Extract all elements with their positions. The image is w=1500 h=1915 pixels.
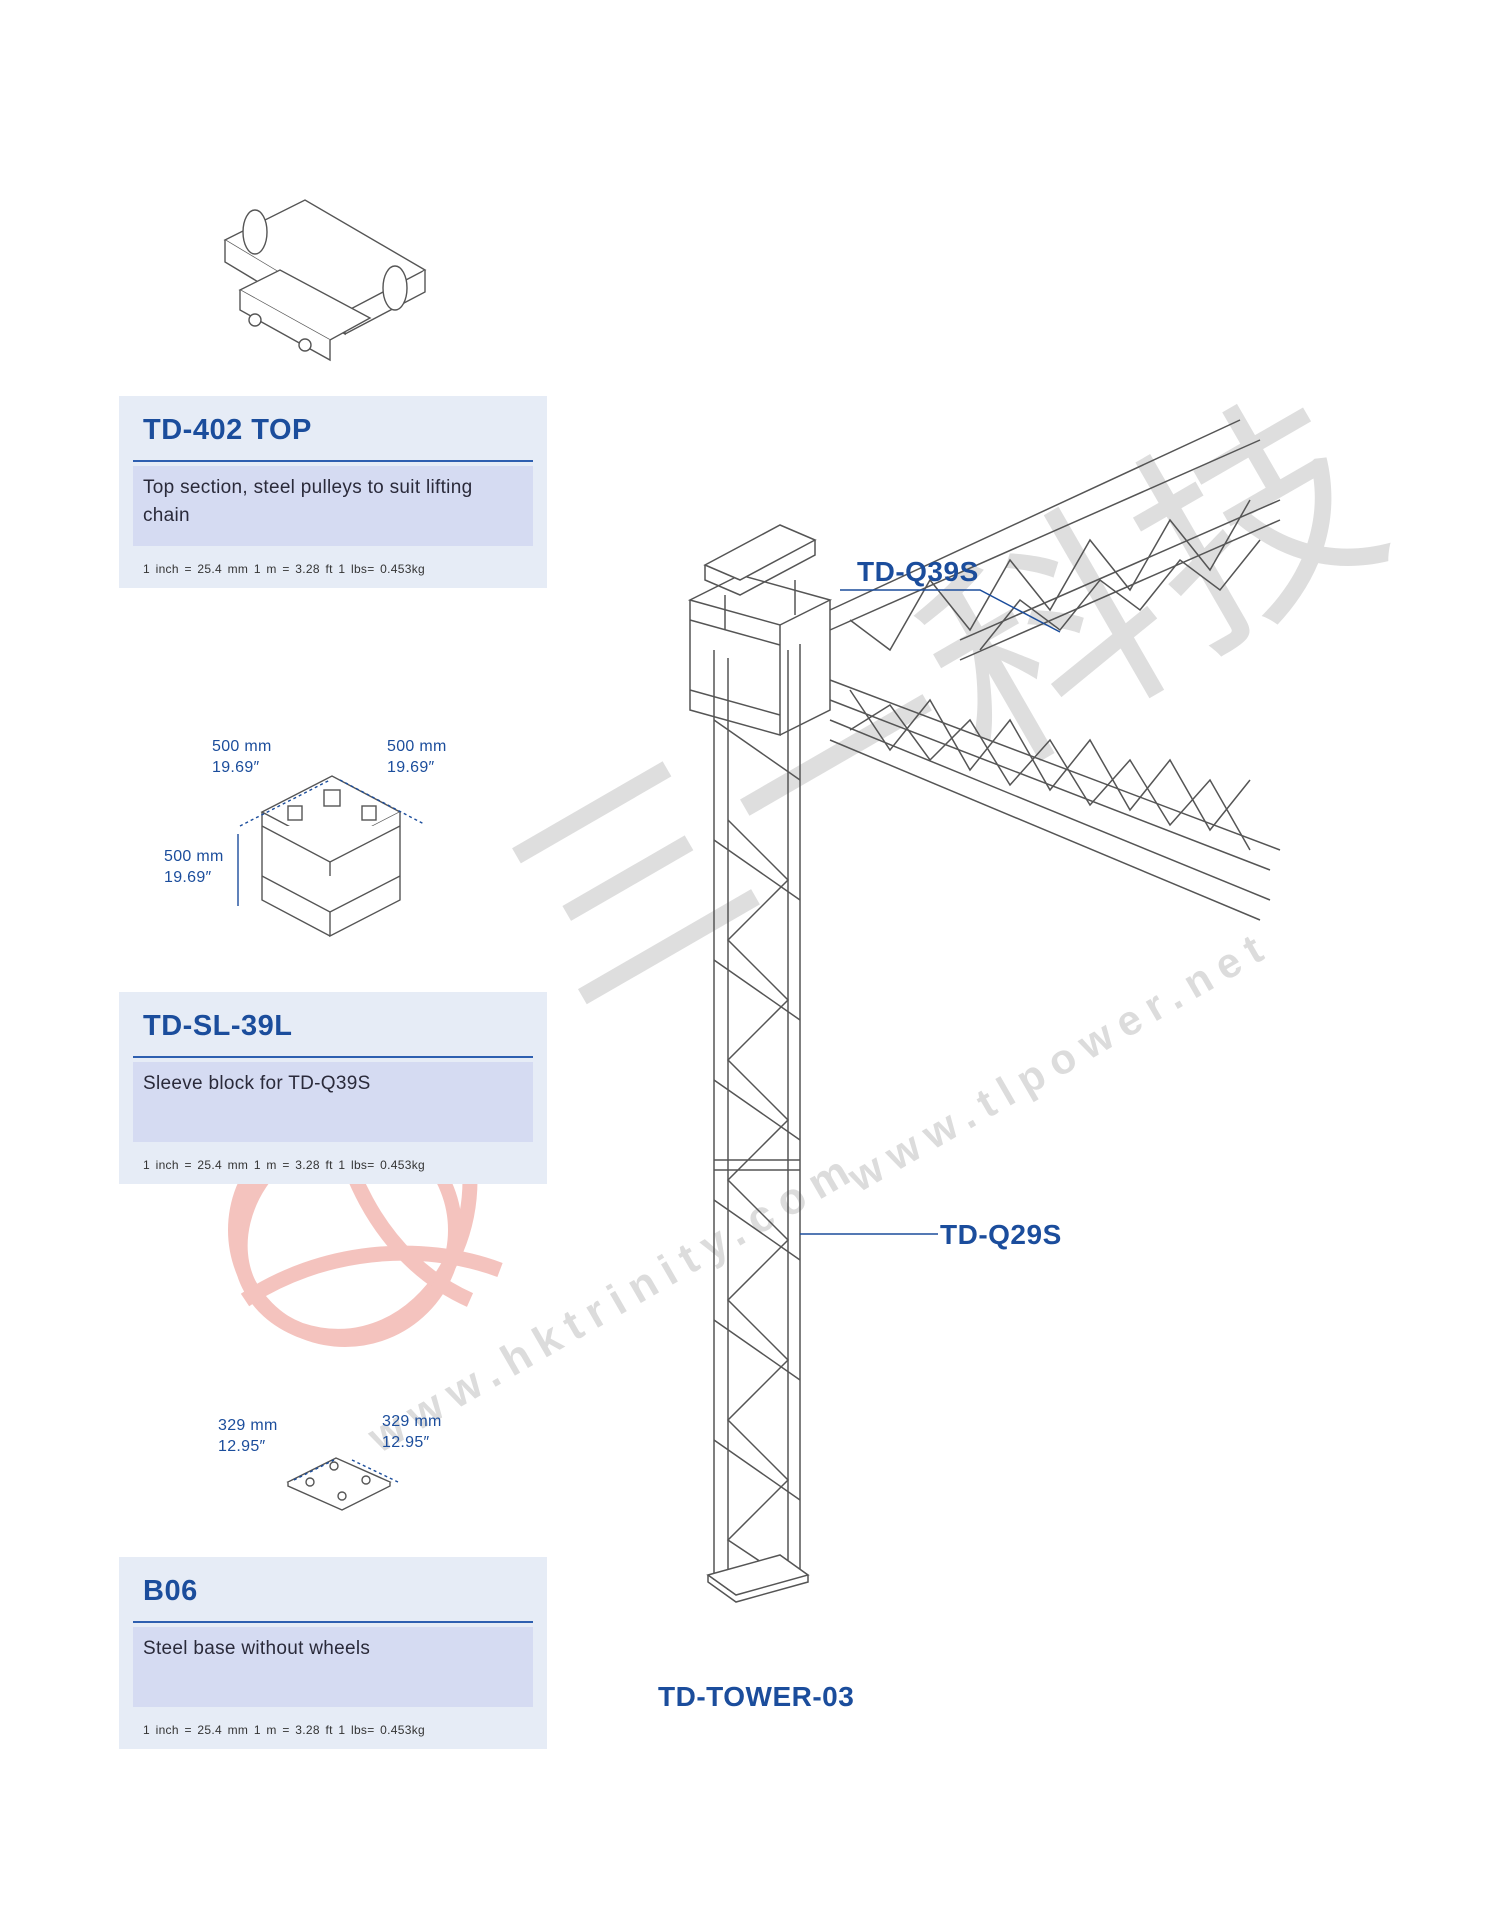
product-title: TD-402 TOP (143, 414, 312, 446)
callout-td-q39s: TD-Q39S (857, 556, 979, 587)
product-description: Sleeve block for TD-Q39S (133, 1062, 533, 1142)
tower-assembly-drawing (687, 419, 1281, 1603)
product-title: B06 (143, 1575, 198, 1607)
td-sl-39l-drawing (260, 775, 402, 938)
unit-conversion: 1 inch = 25.4 mm 1 m = 3.28 ft 1 lbs= 0.… (143, 562, 425, 576)
title-divider (133, 1621, 533, 1623)
product-card-b06: B06 Steel base without wheels 1 inch = 2… (119, 1557, 547, 1749)
title-divider (133, 1056, 533, 1058)
product-card-td-sl-39l: TD-SL-39L Sleeve block for TD-Q39S 1 inc… (119, 992, 547, 1184)
td-sl-39l-dimension-lines (237, 779, 425, 906)
product-description: Steel base without wheels (133, 1627, 533, 1707)
assembly-title: TD-TOWER-03 (658, 1681, 855, 1712)
callout-td-q29s: TD-Q29S (940, 1219, 1062, 1250)
product-description: Top section, steel pulleys to suit lifti… (133, 466, 533, 546)
td-402-top-drawing (223, 199, 427, 362)
b06-base-drawing (286, 1457, 392, 1511)
callout-leader-lines (800, 589, 1061, 1235)
b06-dimension-lines (293, 1459, 399, 1483)
unit-conversion: 1 inch = 25.4 mm 1 m = 3.28 ft 1 lbs= 0.… (143, 1723, 425, 1737)
unit-conversion: 1 inch = 25.4 mm 1 m = 3.28 ft 1 lbs= 0.… (143, 1158, 425, 1172)
title-divider (133, 460, 533, 462)
product-title: TD-SL-39L (143, 1010, 293, 1042)
product-card-td-402: TD-402 TOP Top section, steel pulleys to… (119, 396, 547, 588)
